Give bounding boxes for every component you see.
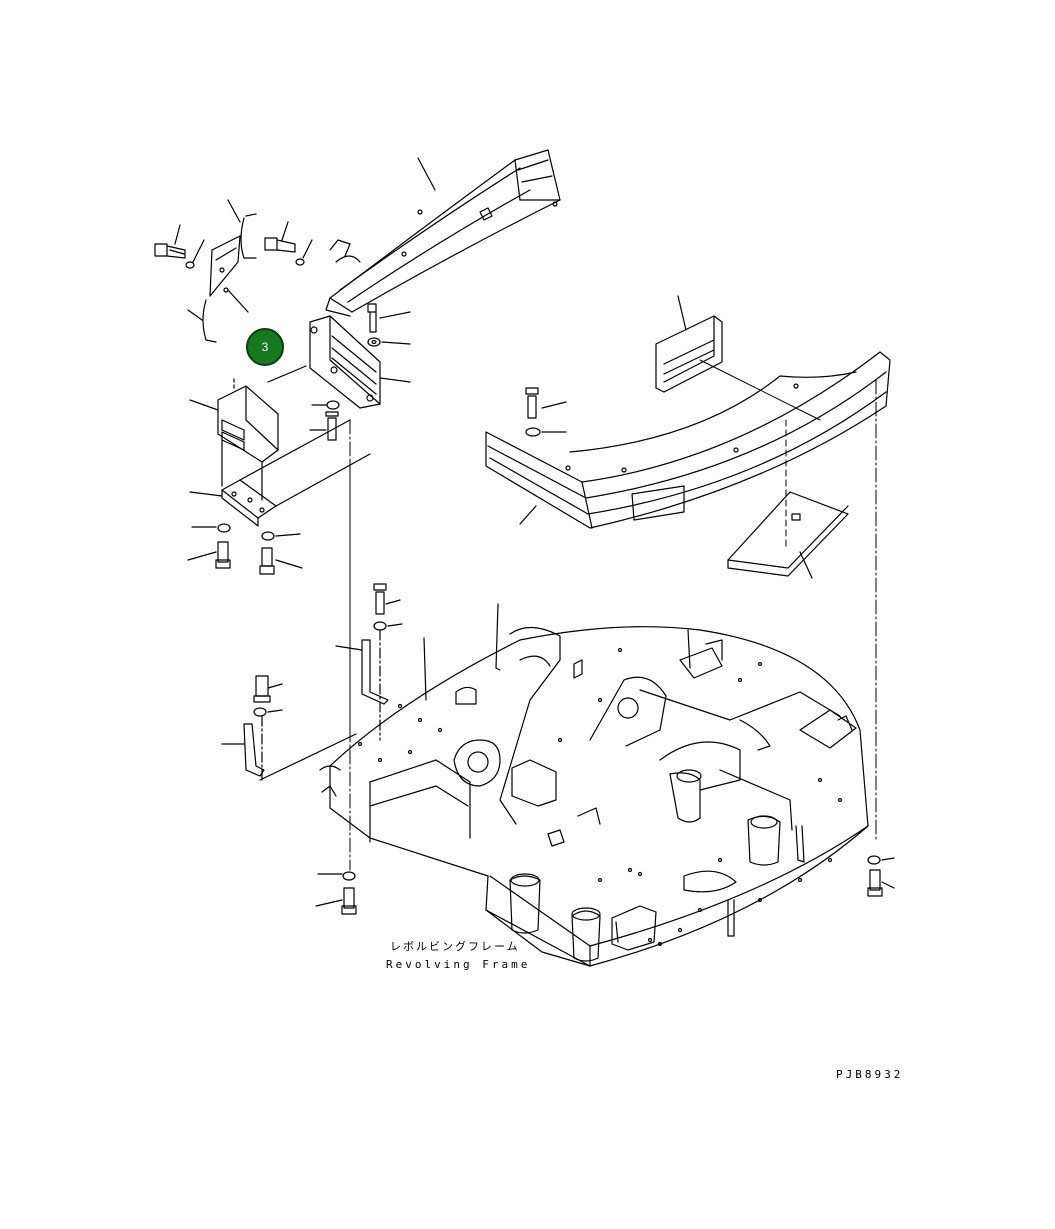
- left-cover: [189, 377, 279, 501]
- counterweight-block: [655, 295, 723, 393]
- left-lower-plate: [187, 419, 371, 575]
- right-lower-plate: [727, 491, 849, 579]
- lower-right-fasteners: [867, 855, 895, 897]
- upper-left-fasteners: [154, 199, 313, 343]
- caption-english: Revolving Frame: [386, 958, 531, 971]
- counterweight: [485, 351, 891, 529]
- alignment-lines: [349, 359, 877, 871]
- upper-counterweight-bracket: [325, 149, 561, 317]
- caption-japanese: レボルビングフレーム: [390, 940, 520, 953]
- callout-marker[interactable]: 3: [246, 328, 284, 366]
- drawing-number: PJB8932: [836, 1068, 904, 1081]
- lower-left-fasteners: [315, 871, 357, 915]
- left-bracket-assembly: [267, 303, 411, 441]
- middle-left-brackets: [221, 583, 403, 781]
- revolving-frame: [319, 603, 869, 967]
